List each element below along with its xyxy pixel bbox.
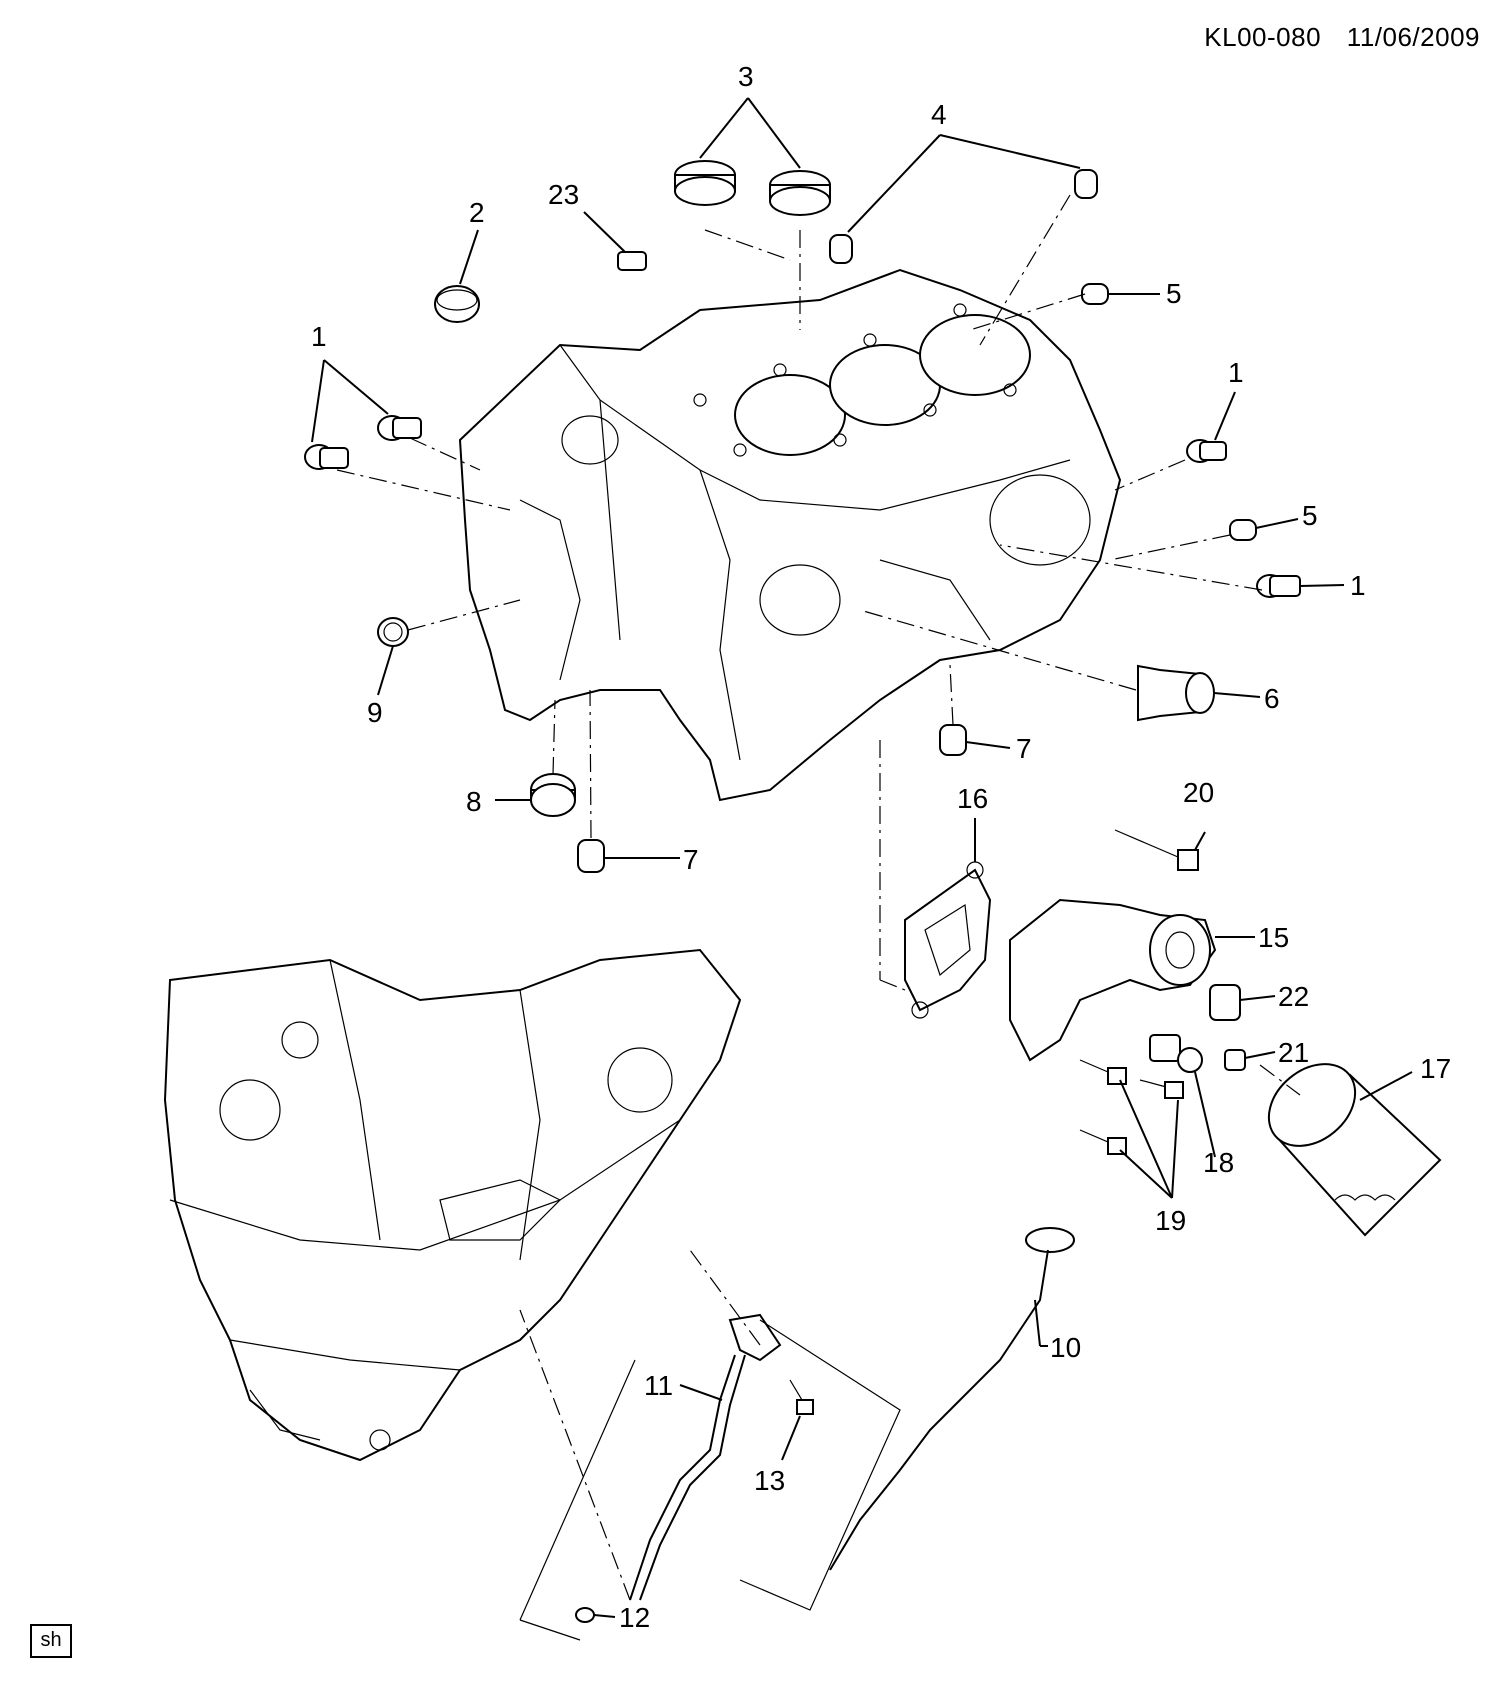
engine-block [458, 268, 1122, 802]
fitting-part-22 [1209, 984, 1241, 1021]
footer-tag: sh [30, 1624, 72, 1658]
dipstick-tube-part-11 [629, 1313, 782, 1601]
callout-16: 16 [957, 783, 988, 814]
cup-plug-part-8 [530, 773, 576, 817]
callout-9: 9 [367, 697, 383, 728]
dowel-part-4 [829, 169, 1098, 264]
drawing-code: KL00-080 [1204, 22, 1322, 52]
seal-part-9 [377, 617, 409, 647]
callout-7-left: 7 [683, 844, 699, 875]
callout-1-right-top: 1 [1228, 357, 1244, 388]
callout-2: 2 [469, 197, 485, 228]
plug-part-1-right-b [1256, 574, 1301, 598]
bolt-part-13 [789, 1379, 814, 1415]
callout-19: 19 [1155, 1205, 1186, 1236]
dowel-part-7 [577, 724, 967, 873]
callout-10: 10 [1050, 1332, 1081, 1363]
callout-13: 13 [754, 1465, 785, 1496]
dipstick-part-10 [829, 1227, 1075, 1571]
o-ring-part-12 [575, 1607, 595, 1623]
oil-filter-adapter-part-15 [1009, 898, 1217, 1062]
callout-21: 21 [1278, 1037, 1309, 1068]
callout-18: 18 [1203, 1147, 1234, 1178]
callout-5-top: 5 [1166, 278, 1182, 309]
engine-assembly-lower [163, 948, 742, 1462]
callout-22: 22 [1278, 981, 1309, 1012]
callout-11: 11 [644, 1370, 673, 1401]
cup-plug-part-2 [434, 285, 480, 323]
drawing-header: KL00-080 11/06/2009 [1204, 22, 1480, 53]
assembly-lines [336, 194, 1301, 1641]
callout-15: 15 [1258, 922, 1289, 953]
callout-7-right: 7 [1016, 733, 1032, 764]
expansion-plug-part-3 [674, 160, 831, 216]
callout-5-right: 5 [1302, 500, 1318, 531]
drawing-date: 11/06/2009 [1346, 22, 1480, 52]
clip-part-23 [617, 251, 647, 271]
oil-filter-part-17 [1267, 1063, 1442, 1237]
plug-part-1-left-b [377, 415, 422, 441]
dowel-part-5 [1081, 283, 1257, 541]
plug-part-1-right-a [1186, 439, 1227, 463]
plug-part-6 [1137, 664, 1215, 722]
bolts-part-19 [1079, 1059, 1184, 1155]
callout-3: 3 [738, 61, 754, 92]
callout-12: 12 [619, 1602, 650, 1633]
plug-part-1-left-a [304, 444, 349, 470]
callout-20: 20 [1183, 777, 1214, 808]
callout-6: 6 [1264, 683, 1280, 714]
leader-lines [311, 97, 1413, 1618]
callout-1-left: 1 [311, 321, 327, 352]
callout-17: 17 [1420, 1053, 1451, 1084]
sensor-part-18 [1149, 1034, 1203, 1073]
plug-part-21 [1224, 1049, 1246, 1071]
callout-23: 23 [548, 179, 579, 210]
callout-1-right: 1 [1350, 570, 1366, 601]
callout-4: 4 [931, 99, 947, 130]
gasket-part-16 [904, 861, 992, 1019]
bolt-part-20 [1114, 829, 1199, 871]
callout-8: 8 [466, 786, 482, 817]
